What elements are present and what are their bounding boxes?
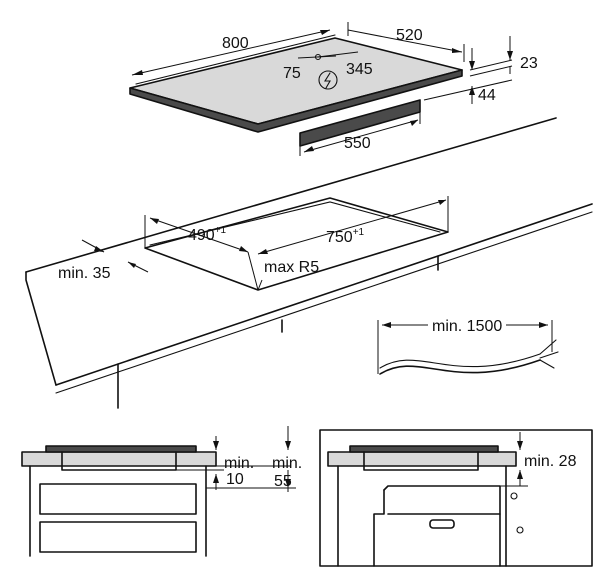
label-520: 520 [396, 27, 423, 44]
dim-front-min35: min. 35 [58, 239, 149, 282]
cable-illustration: min. 1500 [377, 318, 559, 375]
hob-glass-edge [129, 69, 463, 133]
dim-depth-520: 520 [347, 22, 465, 62]
dim-cutout-490: 490+1 [144, 215, 259, 291]
dim-corner-r5: max R5 [257, 259, 319, 291]
hob-top-edge [135, 34, 336, 85]
label-550: 550 [344, 135, 371, 152]
label-345: 345 [346, 61, 373, 78]
label-clear2-a: min. [272, 455, 302, 472]
dim-connection: 75 345 [283, 51, 373, 90]
section-drawers: min. 10 min. 55 [21, 426, 302, 557]
label-cable-1500: min. 1500 [432, 318, 502, 335]
worktop [25, 117, 593, 409]
label-clear2-b: 55 [274, 473, 292, 490]
hob-illustration [129, 34, 463, 147]
dim-body-550: 550 [299, 112, 421, 156]
label-490: 490+1 [188, 225, 227, 244]
dim-cutout-750: 750+1 [257, 196, 449, 255]
dim-height: 23 44 [423, 36, 538, 104]
label-clear1-b: 10 [226, 471, 244, 488]
section-oven: min. 28 [319, 429, 593, 567]
label-23: 23 [520, 55, 538, 72]
label-75: 75 [283, 65, 301, 82]
label-clear-28: min. 28 [524, 453, 577, 470]
label-clear1-a: min. [224, 455, 254, 472]
label-maxR5: max R5 [264, 259, 319, 276]
electric-connection-icon [318, 70, 338, 90]
label-min35: min. 35 [58, 265, 111, 282]
label-800: 800 [222, 35, 249, 52]
label-44: 44 [478, 87, 496, 104]
dim-width-800: 800 [131, 29, 331, 76]
label-750: 750+1 [326, 227, 365, 246]
